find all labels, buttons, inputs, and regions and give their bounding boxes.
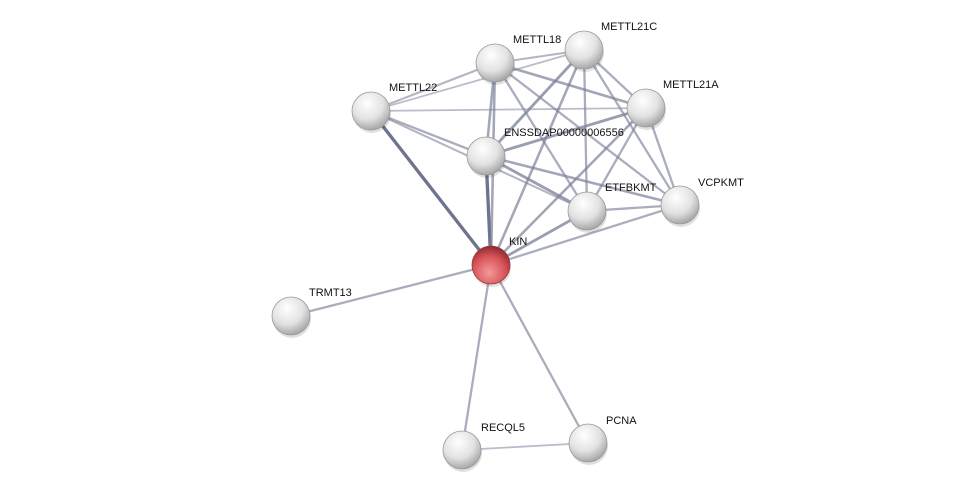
edge-mettl21a-etfbkmt[interactable] — [586, 107, 647, 212]
node-sphere[interactable] — [466, 136, 506, 176]
node-layer: METTL18 METTL21C METTL22 METTL21A ENSSDAP000… — [271, 21, 744, 472]
node-label: METTL21A — [663, 79, 719, 91]
edge-kin-recql5[interactable] — [460, 264, 493, 451]
edge-mettl21a-enssdap00000006556[interactable] — [485, 106, 647, 158]
node-label: KIN — [509, 236, 527, 248]
node-label: METTL22 — [389, 82, 437, 94]
query-node-sphere[interactable] — [471, 245, 511, 285]
node-mettl21c[interactable]: METTL21C — [564, 21, 657, 72]
edge-enssdap00000006556-vcpkmt[interactable] — [485, 154, 681, 207]
edge-mettl21c-vcpkmt[interactable] — [583, 49, 681, 206]
edge-mettl18-vcpkmt[interactable] — [494, 62, 681, 206]
edge-mettl21c-etfbkmt[interactable] — [582, 49, 589, 212]
node-sphere[interactable] — [564, 30, 604, 70]
edge-mettl18-etfbkmt[interactable] — [494, 62, 588, 212]
node-trmt13[interactable]: TRMT13 — [271, 287, 352, 338]
node-label: ETFBKMT — [605, 182, 657, 194]
node-label: ENSSDAP00000006556 — [504, 127, 624, 139]
node-sphere[interactable] — [568, 423, 608, 463]
node-sphere[interactable] — [442, 430, 482, 470]
node-kin[interactable]: KIN — [471, 236, 527, 287]
node-enssdap00000006556[interactable]: ENSSDAP00000006556 — [466, 127, 624, 178]
edge-kin-pcna[interactable] — [489, 264, 590, 444]
node-label: PCNA — [606, 415, 637, 427]
edge-mettl22-mettl18[interactable] — [370, 62, 496, 112]
node-label: VCPKMT — [698, 177, 744, 189]
node-recql5[interactable]: RECQL5 — [442, 422, 525, 472]
edge-kin-mettl22[interactable] — [369, 109, 493, 267]
node-mettl18[interactable]: METTL18 — [475, 34, 561, 85]
edge-kin-trmt13[interactable] — [290, 263, 492, 318]
edge-recql5-pcna[interactable] — [461, 442, 589, 451]
node-sphere[interactable] — [271, 296, 311, 336]
node-sphere[interactable] — [626, 88, 666, 128]
node-label: METTL18 — [513, 34, 561, 46]
edge-mettl22-enssdap00000006556[interactable] — [370, 109, 487, 158]
node-label: TRMT13 — [309, 287, 352, 299]
node-mettl21a[interactable]: METTL21A — [626, 79, 719, 130]
edge-mettl22-mettl21a[interactable] — [370, 107, 647, 112]
edge-mettl22-mettl21c[interactable] — [370, 49, 585, 112]
node-mettl22[interactable]: METTL22 — [351, 82, 437, 133]
node-sphere[interactable] — [660, 185, 700, 225]
node-label: RECQL5 — [481, 422, 525, 434]
node-vcpkmt[interactable]: VCPKMT — [660, 177, 744, 227]
node-etfbkmt[interactable]: ETFBKMT — [567, 182, 657, 233]
edge-mettl21c-enssdap00000006556[interactable] — [484, 49, 586, 157]
node-pcna[interactable]: PCNA — [568, 415, 637, 465]
node-label: METTL21C — [601, 21, 657, 33]
node-sphere[interactable] — [567, 191, 607, 231]
edge-kin-mettl21a[interactable] — [490, 107, 647, 266]
node-sphere[interactable] — [351, 91, 391, 131]
node-sphere[interactable] — [475, 43, 515, 83]
edge-kin-vcpkmt[interactable] — [490, 203, 681, 267]
edge-mettl18-mettl21a[interactable] — [494, 61, 647, 110]
